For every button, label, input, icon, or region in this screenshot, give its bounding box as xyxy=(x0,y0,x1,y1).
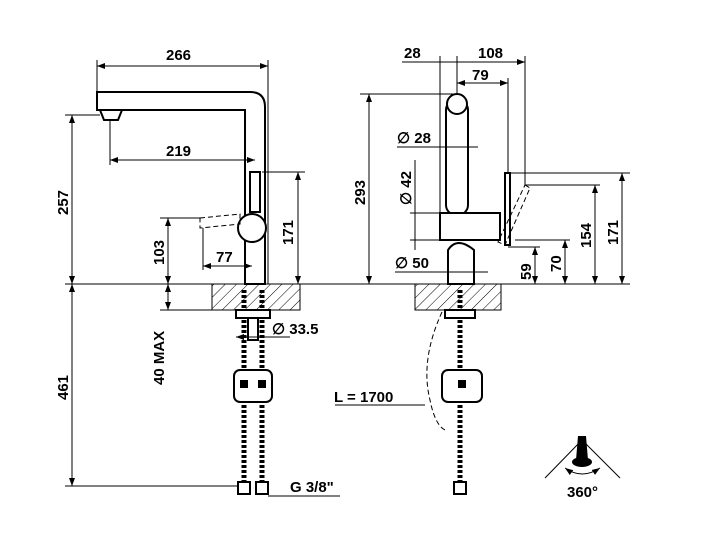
dim-461: 461 xyxy=(55,375,72,400)
dim-171-front: 171 xyxy=(605,220,622,245)
dim-219: 219 xyxy=(166,143,191,160)
dim-257: 257 xyxy=(55,190,72,215)
dim-59: 59 xyxy=(518,263,535,280)
base-front xyxy=(447,242,475,285)
dim-40-max: 40 MAX xyxy=(151,331,168,385)
side-view: 266 219 257 103 171 77 40 MAX ∅ 33.5 461… xyxy=(55,47,340,497)
spout-tube xyxy=(445,99,469,216)
dim-293: 293 xyxy=(352,180,369,205)
lever-open-front xyxy=(497,184,531,246)
supply-hoses-front xyxy=(426,290,483,495)
lever-open-position xyxy=(199,213,241,229)
supply-hoses xyxy=(233,290,273,495)
countertop-section xyxy=(211,283,301,311)
dim-79: 79 xyxy=(472,67,489,84)
dim-base-50: ∅ 50 xyxy=(395,255,429,272)
dim-g-3-8: G 3/8" xyxy=(290,479,334,496)
lever xyxy=(249,171,261,213)
dim-154: 154 xyxy=(578,222,595,248)
spray-head-front xyxy=(446,93,468,115)
dim-171-side: 171 xyxy=(280,220,297,245)
dim-103: 103 xyxy=(151,240,168,265)
mixer-body-front xyxy=(439,212,501,241)
front-view: 28 108 79 293 ∅ 28 ∅ 42 ∅ 50 59 70 154 1… xyxy=(334,45,630,495)
dim-hole-33-5: ∅ 33.5 xyxy=(272,321,318,338)
dim-pullout-length: L = 1700 xyxy=(334,389,393,406)
dim-77: 77 xyxy=(216,249,233,266)
dim-108: 108 xyxy=(478,45,503,62)
spray-head xyxy=(98,109,124,121)
dim-70: 70 xyxy=(548,255,565,272)
dim-tube-28: ∅ 28 xyxy=(397,130,431,147)
rotation-label: 360° xyxy=(567,484,598,501)
spout xyxy=(96,91,266,285)
mixer-body xyxy=(237,213,267,243)
rotation-360-icon: 360° xyxy=(544,436,621,501)
dim-body-42: ∅ 42 xyxy=(398,171,415,205)
dim-266: 266 xyxy=(166,47,191,64)
dim-28: 28 xyxy=(404,45,421,62)
